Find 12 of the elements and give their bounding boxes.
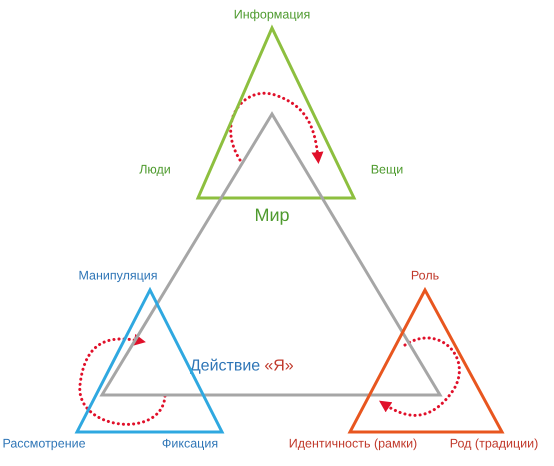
corner-label: Манипуляция bbox=[78, 268, 158, 284]
corner-label: Рассмотрение bbox=[2, 436, 86, 452]
corner-label: Род (традиции) bbox=[450, 436, 538, 452]
corner-label: Роль bbox=[410, 268, 440, 284]
corner-label: Идентичность (рамки) bbox=[288, 436, 418, 452]
corner-label: Вещи bbox=[370, 162, 404, 178]
center-label: «Я» bbox=[264, 356, 294, 376]
corner-label: Фиксация bbox=[162, 436, 218, 452]
corner-label: Информация bbox=[234, 8, 310, 22]
center-label: Мир bbox=[254, 205, 290, 227]
corner-label: Люди bbox=[139, 162, 171, 178]
center-label: Действие bbox=[190, 356, 260, 376]
